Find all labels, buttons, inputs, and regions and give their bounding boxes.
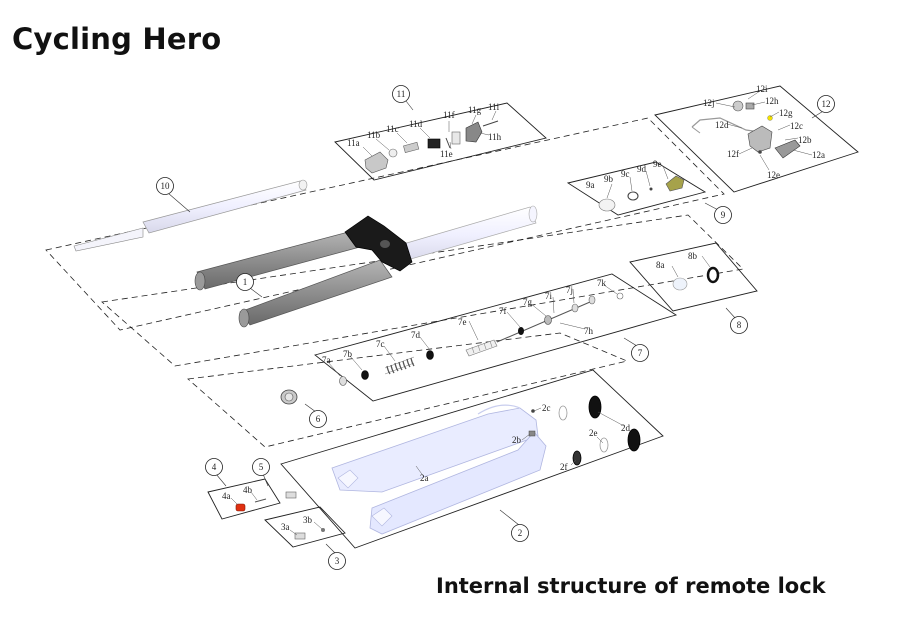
callout-7: 7 [638,348,643,358]
group-box-3 [264,506,346,548]
label-7i: 7i [545,291,553,301]
label-7k: 7k [597,278,607,288]
callout-3: 3 [335,556,340,566]
label-9d: 9d [637,164,647,174]
label-7a: 7a [322,355,331,365]
callout-circle-10 [156,177,174,195]
label-9a: 9a [586,180,595,190]
callout-circle-8 [730,316,748,334]
callout-6: 6 [316,414,321,424]
callout-4: 4 [212,462,217,472]
callout-1: 1 [243,277,248,287]
callout-circle-11 [392,85,410,103]
label-11a: 11a [347,138,360,148]
label-12a: 12a [812,150,825,160]
group-box-7 [314,273,678,402]
label-12h: 12h [765,96,779,106]
callout-circle-2 [511,524,529,542]
callout-12: 12 [822,99,831,109]
label-2b: 2b [512,435,522,445]
callout-8: 8 [737,320,742,330]
group-box-4 [207,478,281,520]
group-box-12 [654,85,859,193]
label-9c: 9c [621,169,630,179]
lower-legs-part-2 [331,395,641,535]
red-knob-4a [235,503,246,512]
callout-circle-9 [714,206,732,224]
group-box-8 [629,242,758,312]
remote-lever-parts-12 [691,100,801,159]
label-12d: 12d [715,120,729,130]
callout-circle-4 [205,458,223,476]
callout-11: 11 [397,89,406,99]
label-8a: 8a [656,260,665,270]
label-7j: 7j [566,285,573,295]
label-4a: 4a [222,491,231,501]
label-12i: 12i [756,84,768,94]
label-11g: 11g [468,105,482,115]
callout-circle-12 [817,95,835,113]
group-box-2 [280,369,664,549]
label-2a: 2a [420,473,429,483]
damper-cap-parts-9 [598,175,685,212]
label-12b: 12b [798,135,812,145]
label-12e: 12e [767,170,780,180]
label-11d: 11d [409,119,423,129]
diagram-caption: Internal structure of remote lock [436,574,826,598]
label-3a: 3a [281,522,290,532]
label-8b: 8b [688,251,698,261]
callout-10: 10 [161,181,171,191]
callout-circle-1 [236,273,254,291]
label-2d: 2d [621,423,631,433]
dashed-box-lower [187,332,629,448]
cartridge-parts-7 [339,292,624,386]
callout-circle-5 [252,458,270,476]
label-2f: 2f [560,462,568,472]
label-7d: 7d [411,330,421,340]
group-box-11 [334,102,547,181]
lockout-knob-parts-11 [364,120,499,174]
label-9e: 9e [653,159,662,169]
label-2c: 2c [542,403,551,413]
label-7e: 7e [458,317,467,327]
label-7h: 7h [584,326,594,336]
callout-9: 9 [721,210,726,220]
label-12c: 12c [790,121,803,131]
dashed-box-stanchions [45,117,725,331]
crown-and-stanchions-part-1 [194,205,538,328]
label-11c: 11c [386,124,399,134]
label-11b: 11b [367,130,381,140]
callout-2: 2 [518,528,523,538]
label-12g: 12g [779,108,793,118]
top-cap-part-6 [280,389,298,405]
callout-circle-7 [631,344,649,362]
seal-parts-8 [672,266,720,291]
label-3b: 3b [303,515,313,525]
callout-circle-6 [309,410,327,428]
label-9b: 9b [604,174,614,184]
brand-title: Cycling Hero [12,22,222,56]
rod-part-10 [73,179,308,252]
label-11h: 11h [488,132,502,142]
label-11e: 11e [440,149,453,159]
label-2e: 2e [589,428,598,438]
label-7c: 7c [376,339,385,349]
bottom-bolts-parts [235,491,325,540]
label-11f: 11f [443,110,455,120]
callout-5: 5 [259,462,264,472]
callout-circle-3 [328,552,346,570]
label-7b: 7b [343,349,353,359]
label-11i: 11i [488,102,500,112]
label-12j: 12j [703,98,715,108]
label-12f: 12f [727,149,739,159]
label-7f: 7f [499,306,507,316]
dashed-box-upper [101,214,744,367]
label-4b: 4b [243,485,253,495]
label-7g: 7g [523,297,533,307]
